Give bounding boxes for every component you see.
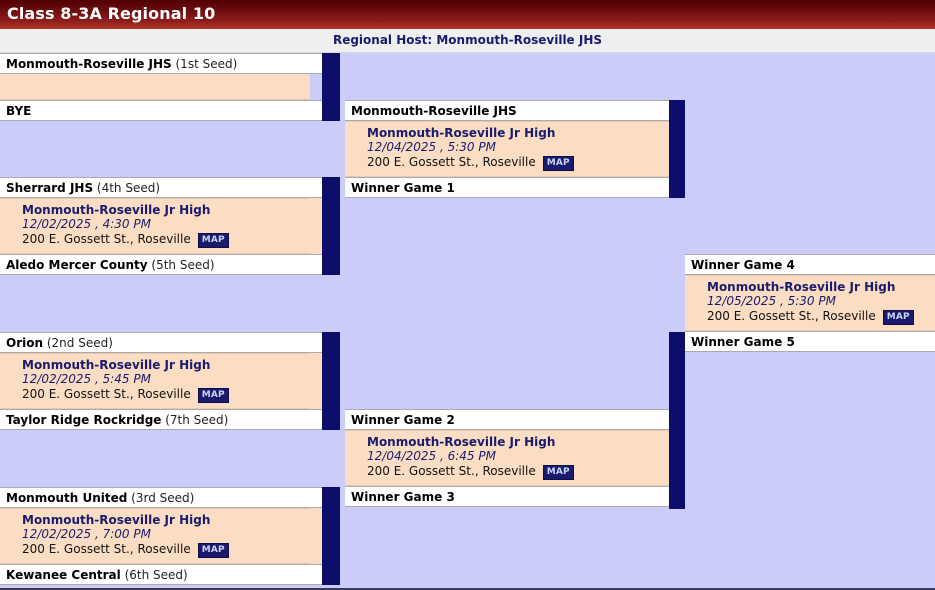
spine-segment — [310, 342, 322, 426]
team-slot[interactable]: BYE — [0, 100, 322, 121]
map-icon[interactable]: MAP — [197, 233, 229, 248]
team-name: Monmouth-Roseville JHS — [351, 104, 517, 118]
game-detail[interactable]: Monmouth-Roseville Jr High 12/04/2025 , … — [345, 430, 669, 486]
game-address: 200 E. Gossett St., Roseville — [22, 542, 191, 556]
game-datetime: 12/02/2025 , 7:00 PM — [22, 527, 151, 541]
winner-slot[interactable]: Winner Game 4 — [685, 254, 935, 275]
game-detail[interactable]: Monmouth-Roseville Jr High 12/02/2025 , … — [0, 508, 310, 564]
bracket-connector — [322, 177, 340, 275]
game-venue: Monmouth-Roseville Jr High — [22, 358, 211, 372]
team-name: Winner Game 2 — [351, 413, 455, 427]
winner-slot[interactable]: Winner Game 3 — [345, 486, 669, 507]
winner-slot[interactable]: Monmouth-Roseville JHS — [345, 100, 669, 121]
team-name: Kewanee Central — [6, 568, 121, 582]
bracket-connector — [669, 332, 685, 509]
map-icon[interactable]: MAP — [542, 156, 574, 171]
map-icon[interactable]: MAP — [197, 388, 229, 403]
game-datetime: 12/05/2025 , 5:30 PM — [707, 294, 836, 308]
game-address: 200 E. Gossett St., Roseville — [707, 309, 876, 323]
game-detail[interactable]: Monmouth-Roseville Jr High 12/02/2025 , … — [0, 353, 310, 409]
team-name: Winner Game 1 — [351, 181, 455, 195]
team-name: Monmouth United — [6, 491, 128, 505]
team-slot[interactable]: Orion (2nd Seed) — [0, 332, 322, 353]
game-address: 200 E. Gossett St., Roseville — [367, 464, 536, 478]
team-slot[interactable]: Kewanee Central (6th Seed) — [0, 564, 322, 585]
regional-host-label: Regional Host: Monmouth-Roseville JHS — [332, 33, 603, 47]
team-name: Taylor Ridge Rockridge — [6, 413, 162, 427]
team-seed: (1st Seed) — [171, 57, 238, 71]
game-address: 200 E. Gossett St., Roseville — [22, 232, 191, 246]
game-venue: Monmouth-Roseville Jr High — [707, 280, 896, 294]
bracket-connector — [322, 53, 340, 121]
title-bar: Class 8-3A Regional 10 — [0, 0, 935, 29]
game-detail[interactable]: Monmouth-Roseville Jr High 12/05/2025 , … — [685, 275, 935, 331]
spine-segment — [310, 497, 322, 581]
map-icon[interactable]: MAP — [542, 465, 574, 480]
game-detail[interactable]: Monmouth-Roseville Jr High 12/04/2025 , … — [345, 121, 669, 177]
winner-slot[interactable]: Winner Game 2 — [345, 409, 669, 430]
game-datetime: 12/04/2025 , 5:30 PM — [367, 140, 496, 154]
page-title: Class 8-3A Regional 10 — [7, 4, 216, 23]
game-filler — [0, 74, 310, 100]
team-name: Winner Game 3 — [351, 490, 455, 504]
bracket-canvas: Monmouth-Roseville JHS (1st Seed) BYE Sh… — [0, 53, 935, 589]
game-datetime: 12/02/2025 , 4:30 PM — [22, 217, 151, 231]
team-name: Winner Game 4 — [691, 258, 795, 272]
winner-slot[interactable]: Winner Game 1 — [345, 177, 669, 198]
game-detail[interactable]: Monmouth-Roseville Jr High 12/02/2025 , … — [0, 198, 310, 254]
bracket-connector — [669, 100, 685, 198]
game-address: 200 E. Gossett St., Roseville — [367, 155, 536, 169]
team-name: Sherrard JHS — [6, 181, 94, 195]
game-venue: Monmouth-Roseville Jr High — [367, 126, 556, 140]
team-name: Aledo Mercer County — [6, 258, 148, 272]
team-seed: (2nd Seed) — [43, 336, 113, 350]
team-slot[interactable]: Monmouth-Roseville JHS (1st Seed) — [0, 53, 322, 74]
team-slot[interactable]: Taylor Ridge Rockridge (7th Seed) — [0, 409, 322, 430]
map-icon[interactable]: MAP — [197, 543, 229, 558]
team-seed: (6th Seed) — [120, 568, 188, 582]
regional-host-bar: Regional Host: Monmouth-Roseville JHS — [0, 29, 935, 53]
team-name: Orion — [6, 336, 44, 350]
team-name: BYE — [6, 104, 32, 118]
spine-segment — [310, 187, 322, 271]
bracket-connector — [322, 487, 340, 585]
team-slot[interactable]: Monmouth United (3rd Seed) — [0, 487, 322, 508]
game-venue: Monmouth-Roseville Jr High — [367, 435, 556, 449]
game-venue: Monmouth-Roseville Jr High — [22, 203, 211, 217]
winner-slot[interactable]: Winner Game 5 — [685, 331, 935, 352]
team-name: Winner Game 5 — [691, 335, 795, 349]
team-seed: (5th Seed) — [147, 258, 215, 272]
bottom-divider — [0, 588, 935, 590]
map-icon[interactable]: MAP — [882, 310, 914, 325]
team-seed: (4th Seed) — [93, 181, 161, 195]
team-name: Monmouth-Roseville JHS — [6, 57, 172, 71]
bracket-connector — [322, 332, 340, 430]
game-datetime: 12/02/2025 , 5:45 PM — [22, 372, 151, 386]
team-slot[interactable]: Aledo Mercer County (5th Seed) — [0, 254, 322, 275]
team-seed: (7th Seed) — [161, 413, 229, 427]
team-slot[interactable]: Sherrard JHS (4th Seed) — [0, 177, 322, 198]
game-datetime: 12/04/2025 , 6:45 PM — [367, 449, 496, 463]
team-seed: (3rd Seed) — [127, 491, 195, 505]
game-address: 200 E. Gossett St., Roseville — [22, 387, 191, 401]
game-venue: Monmouth-Roseville Jr High — [22, 513, 211, 527]
